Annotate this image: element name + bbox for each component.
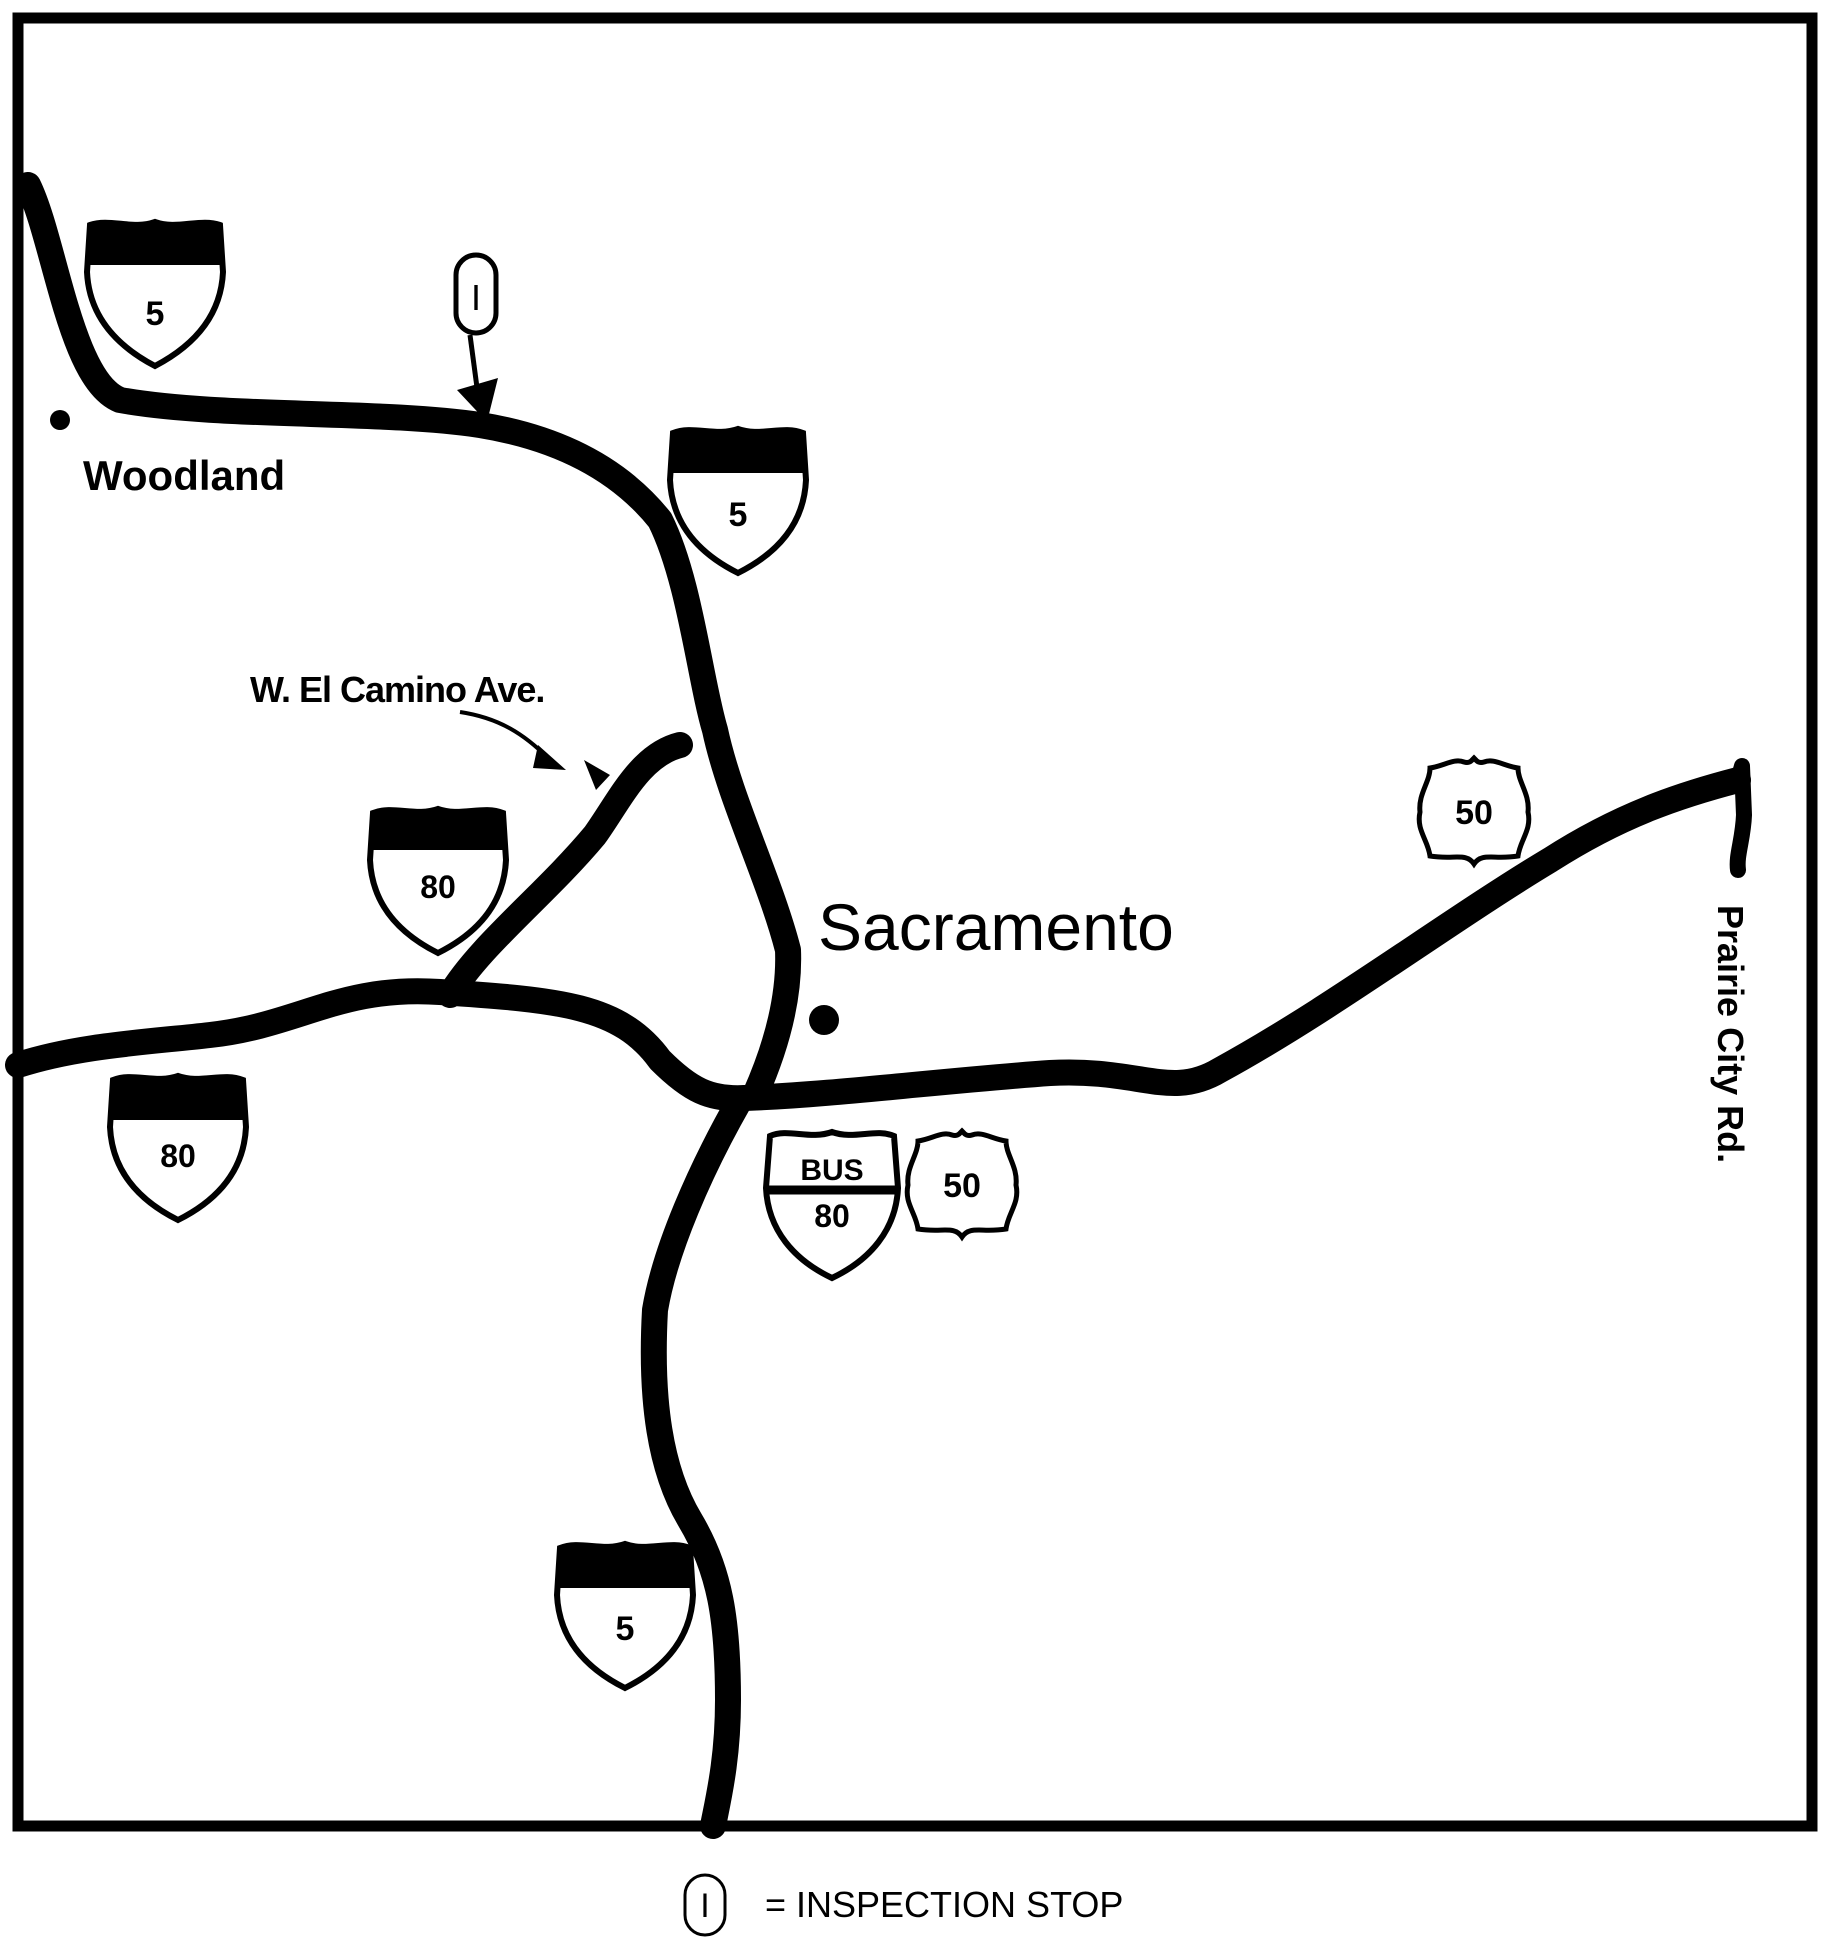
legend: I = INSPECTION STOP	[683, 1873, 1123, 1937]
shield-bus80: BUS 80	[762, 1128, 902, 1282]
shield-bus80-number: 80	[814, 1198, 850, 1234]
shield-us50-mid: 50	[904, 1127, 1020, 1242]
shield-i5-mid: 5	[666, 425, 810, 577]
shield-i80-mid-number: 80	[420, 869, 456, 905]
shield-i80-west: 80	[106, 1072, 250, 1224]
legend-symbol-letter: I	[700, 1887, 709, 1925]
road-label-prairie-city: Prairie City Rd.	[1710, 905, 1751, 1163]
shield-i5-south-number: 5	[616, 1610, 635, 1648]
legend-text: = INSPECTION STOP	[765, 1884, 1123, 1925]
shield-us50-east: 50	[1416, 754, 1532, 869]
w-el-camino-arrowhead	[533, 745, 566, 770]
road-us50	[732, 767, 1751, 1111]
legend-symbol	[683, 1873, 727, 1937]
shield-i5-north: 5	[83, 218, 227, 370]
road-network	[5, 172, 1752, 1839]
shield-bus80-top: BUS	[800, 1154, 863, 1187]
shield-i5-north-number: 5	[146, 295, 165, 333]
road-i5-north	[15, 172, 802, 1108]
shield-i80-west-number: 80	[160, 1138, 196, 1174]
sacramento-dot	[809, 1005, 839, 1035]
road-label-w-el-camino: W. El Camino Ave.	[250, 669, 544, 710]
shield-i5-mid-number: 5	[729, 496, 748, 534]
road-connector	[437, 732, 693, 1008]
road-prairie-city	[1729, 758, 1752, 878]
city-label-sacramento: Sacramento	[818, 890, 1174, 964]
inspection-stop-letter: I	[471, 277, 481, 318]
shield-i80-mid: 80	[366, 805, 510, 957]
road-i80	[5, 978, 758, 1112]
inspection-stop-marker	[453, 252, 499, 336]
shield-us50-mid-number: 50	[943, 1167, 981, 1205]
road-i5-south	[640, 1087, 753, 1839]
shield-us50-east-number: 50	[1455, 794, 1493, 832]
shield-i5-south: 5	[553, 1540, 697, 1692]
inspection-arrow-head	[457, 378, 498, 422]
w-el-camino-tick	[584, 760, 610, 790]
city-label-woodland: Woodland	[83, 452, 285, 499]
map-frame	[12, 12, 1818, 1832]
woodland-dot	[50, 410, 70, 430]
